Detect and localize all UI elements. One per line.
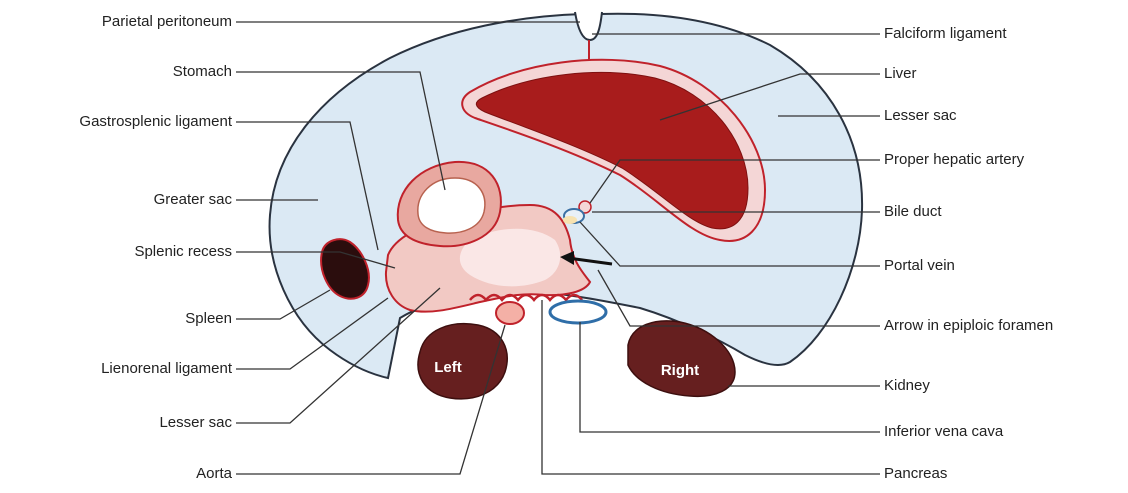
label-proper-hepatic-artery: Proper hepatic artery <box>884 151 1025 168</box>
label-parietal-peritoneum: Parietal peritoneum <box>102 13 232 30</box>
label-liver: Liver <box>884 65 917 82</box>
label-greater-sac: Greater sac <box>154 191 233 208</box>
label-lienorenal-ligament: Lienorenal ligament <box>101 360 233 377</box>
inferior-vena-cava <box>550 301 606 323</box>
label-splenic-recess: Splenic recess <box>134 243 232 260</box>
label-pancreas: Pancreas <box>884 465 947 482</box>
label-gastrosplenic-ligament: Gastrosplenic ligament <box>79 113 232 130</box>
label-aorta: Aorta <box>196 465 233 482</box>
right-kidney-label: Right <box>661 362 699 379</box>
label-stomach: Stomach <box>173 63 232 80</box>
label-kidney: Kidney <box>884 377 930 394</box>
portal-vein <box>563 216 577 224</box>
label-falciform-ligament: Falciform ligament <box>884 25 1007 42</box>
aorta <box>496 302 524 324</box>
label-bile-duct: Bile duct <box>884 203 942 220</box>
label-spleen: Spleen <box>185 310 232 327</box>
label-inferior-vena-cava: Inferior vena cava <box>884 423 1004 440</box>
label-lesser-sac-left: Lesser sac <box>159 414 232 431</box>
left-kidney-label: Left <box>434 359 462 376</box>
label-arrow-epiploic-foramen: Arrow in epiploic foramen <box>884 317 1053 334</box>
label-lesser-sac-right: Lesser sac <box>884 107 957 124</box>
label-portal-vein: Portal vein <box>884 257 955 274</box>
